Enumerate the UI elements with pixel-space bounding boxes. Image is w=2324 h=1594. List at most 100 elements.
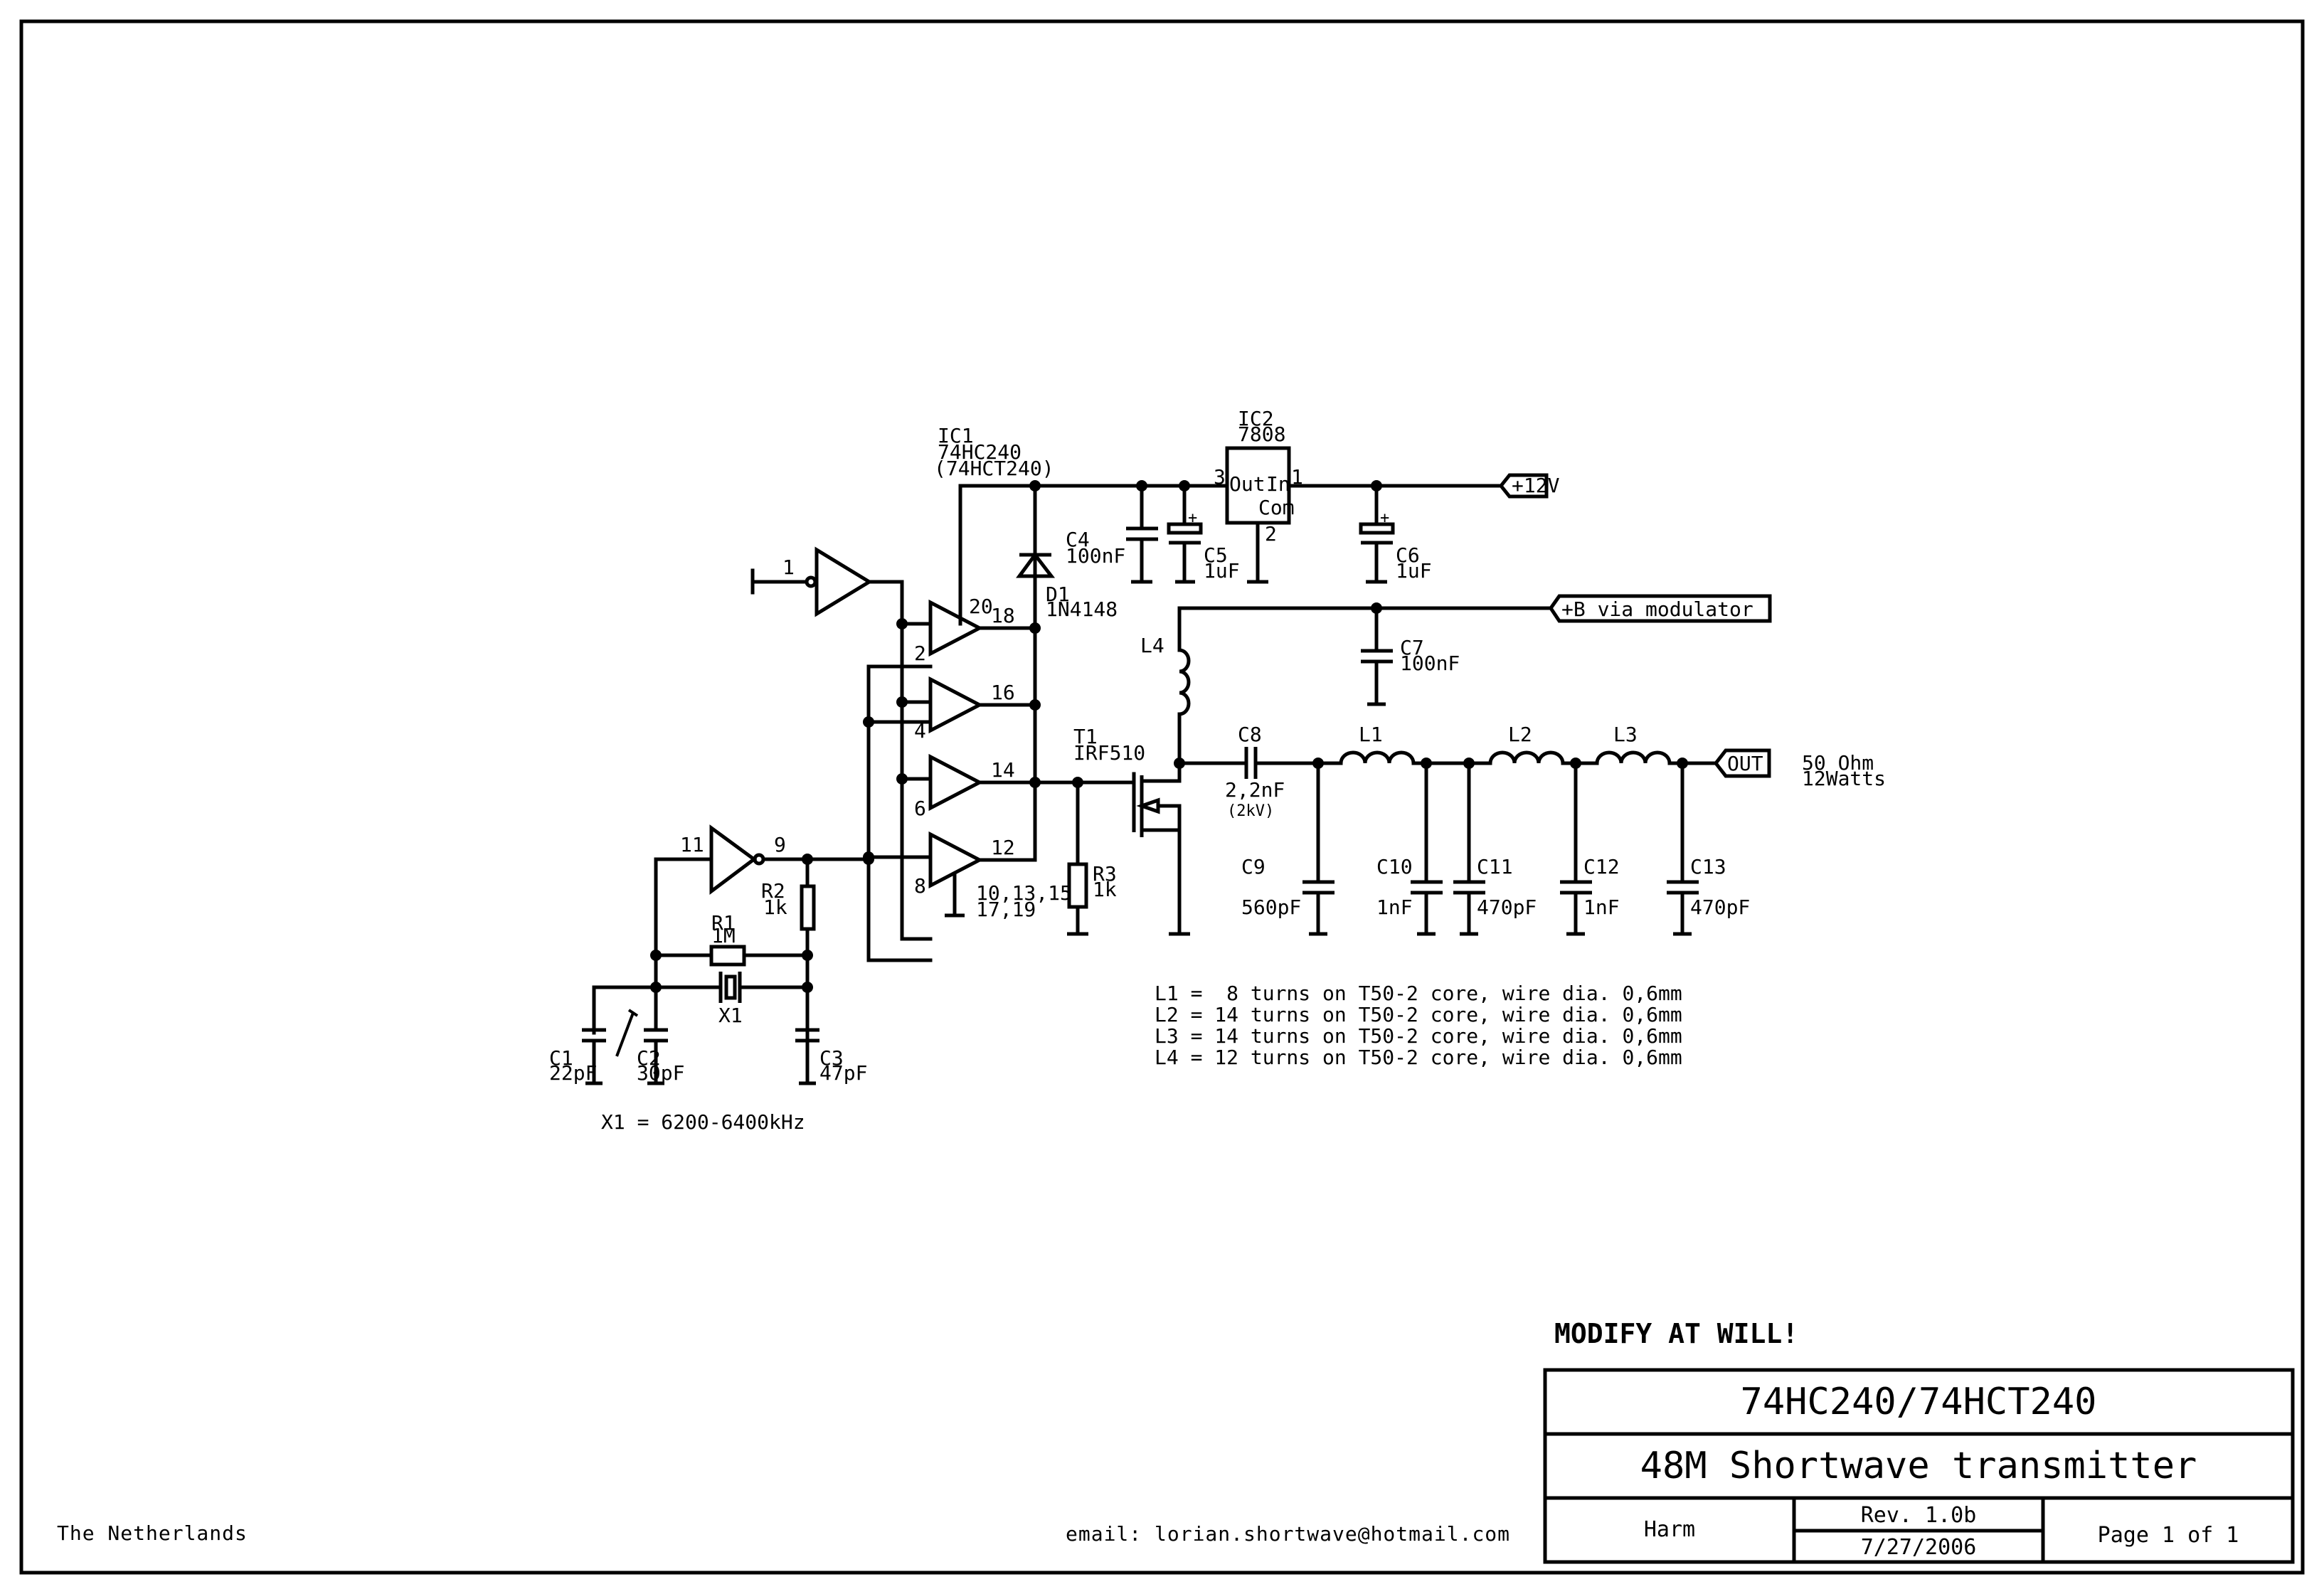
port-modulator-label: +B via modulator <box>1561 597 1753 621</box>
inductor-l4 <box>1174 606 1553 769</box>
coil-note-l2: L2 = 14 turns on T50-2 core, wire dia. 0… <box>1155 1003 1682 1026</box>
output-power: 12Watts <box>1802 767 1886 790</box>
capacitor-c9 <box>1302 761 1335 936</box>
l1-ref: L1 <box>1359 723 1383 746</box>
c2-value: 30pF <box>637 1061 684 1085</box>
ic2-pin-com: 2 <box>1265 522 1277 546</box>
t1-ref: T1 <box>1073 725 1098 748</box>
d1-value: 1N4148 <box>1046 597 1118 621</box>
l4-ref: L4 <box>1140 634 1164 657</box>
osc-out-pin: 9 <box>774 833 786 856</box>
t1-value: IRF510 <box>1073 741 1145 765</box>
ic2-pin-out: 3 <box>1214 465 1226 489</box>
capacitor-c1 <box>582 985 606 1085</box>
buffer-gate-8 <box>928 831 1037 918</box>
title-project: 74HC240/74HCT240 <box>1741 1381 2097 1423</box>
capacitor-c11 <box>1453 761 1485 936</box>
port-output-label: OUT <box>1727 752 1763 775</box>
resistor-r3 <box>1067 777 1088 936</box>
ic1-gnd-pins-2: 17,19 <box>976 898 1036 921</box>
footer-country: The Netherlands <box>57 1521 248 1545</box>
gate1-pin: 1 <box>782 556 795 579</box>
ic1-alt: (74HCT240) <box>934 457 1054 480</box>
gate2-out-pin: 18 <box>991 604 1015 627</box>
r3-ref: R3 <box>1093 862 1117 886</box>
c4-ref: C4 <box>1066 528 1090 551</box>
c11-value: 470pF <box>1477 896 1537 919</box>
capacitor-c6: + <box>1359 484 1395 584</box>
c13-value: 470pF <box>1690 896 1750 919</box>
coil-note-l3: L3 = 14 turns on T50-2 core, wire dia. 0… <box>1155 1024 1682 1048</box>
c3-ref: C3 <box>819 1046 844 1070</box>
r1-value: 1M <box>711 924 736 947</box>
coil-note-l4: L4 = 12 turns on T50-2 core, wire dia. 0… <box>1155 1046 1682 1069</box>
title-revision: Rev. 1.0b <box>1861 1503 1977 1528</box>
gate4-out-pin: 16 <box>991 681 1015 704</box>
oscillator-gate <box>654 824 874 989</box>
svg-text:+: + <box>1188 509 1197 527</box>
l3-ref: L3 <box>1613 723 1638 746</box>
port-output <box>1713 748 1771 778</box>
x1-ref: X1 <box>718 1004 743 1027</box>
title-author: Harm <box>1644 1517 1695 1542</box>
diode-d1 <box>1016 551 1056 578</box>
crystal-x1 <box>592 972 810 1035</box>
c8-ref: C8 <box>1238 723 1262 746</box>
capacitor-c7 <box>1361 602 1393 706</box>
gate8-in-pin: 8 <box>914 874 926 898</box>
port-vcc-label: +12V <box>1512 474 1560 497</box>
title-name: 48M Shortwave transmitter <box>1640 1445 2197 1487</box>
footer-email: email: lorian.shortwave@hotmail.com <box>1066 1522 1510 1546</box>
c9-value: 560pF <box>1241 896 1301 919</box>
gate6-in-pin: 6 <box>914 797 926 820</box>
r3-value: 1k <box>1093 878 1117 901</box>
ic2-out-label: Out <box>1229 472 1266 496</box>
osc-in-pin: 11 <box>680 833 704 856</box>
title-date: 7/27/2006 <box>1861 1535 1977 1560</box>
output-impedance: 50 Ohm <box>1802 751 1874 775</box>
gate2-in-pin: 2 <box>914 642 926 665</box>
title-block <box>1543 1368 2295 1564</box>
c5-ref: C5 <box>1204 543 1228 567</box>
enable-bus <box>896 618 933 785</box>
c6-value: 1uF <box>1396 559 1432 583</box>
l2-ref: L2 <box>1508 723 1532 746</box>
capacitor-c4 <box>1126 484 1158 584</box>
svg-text:+: + <box>1380 509 1389 527</box>
c10-value: 1nF <box>1376 896 1413 919</box>
capacitor-c2-trimmer <box>615 985 668 1085</box>
buffer-gate-4 <box>928 676 1041 734</box>
gate6-out-pin: 14 <box>991 758 1015 782</box>
ic2-value: 7808 <box>1238 423 1285 446</box>
r2-ref: R2 <box>761 879 785 903</box>
inductor-l2 <box>1488 750 1599 769</box>
buffer-gate-2 <box>928 599 1041 657</box>
buffer-gate-1 <box>750 546 933 941</box>
x1-frequency-note: X1 = 6200-6400kHz <box>601 1110 805 1134</box>
capacitor-c13 <box>1667 761 1699 936</box>
c11-ref: C11 <box>1477 855 1513 878</box>
mosfet-t1 <box>1076 761 1190 936</box>
c12-ref: C12 <box>1583 855 1620 878</box>
capacitor-c5: + <box>1167 484 1203 584</box>
ic1-gnd-pins-1: 10,13,15 <box>976 881 1072 905</box>
c10-ref: C10 <box>1376 855 1413 878</box>
c5-value: 1uF <box>1204 559 1240 583</box>
c1-ref: C1 <box>549 1046 573 1070</box>
ic1-value: 74HC240 <box>938 440 1022 464</box>
r2-value: 1k <box>763 896 787 919</box>
c13-ref: C13 <box>1690 855 1726 878</box>
ic2-in-label: In <box>1266 472 1290 496</box>
c1-value: 22pF <box>549 1061 597 1085</box>
c12-value: 1nF <box>1583 896 1620 919</box>
c7-value: 100nF <box>1400 652 1460 675</box>
c7-ref: C7 <box>1400 636 1424 659</box>
ic2-pin-in: 1 <box>1291 465 1303 489</box>
c3-value: 47pF <box>819 1061 867 1085</box>
c6-ref: C6 <box>1396 543 1420 567</box>
port-vcc <box>1498 473 1549 499</box>
capacitor-c10 <box>1411 761 1443 936</box>
c8-rating: (2kV) <box>1227 802 1274 820</box>
capacitor-c12 <box>1560 761 1592 936</box>
